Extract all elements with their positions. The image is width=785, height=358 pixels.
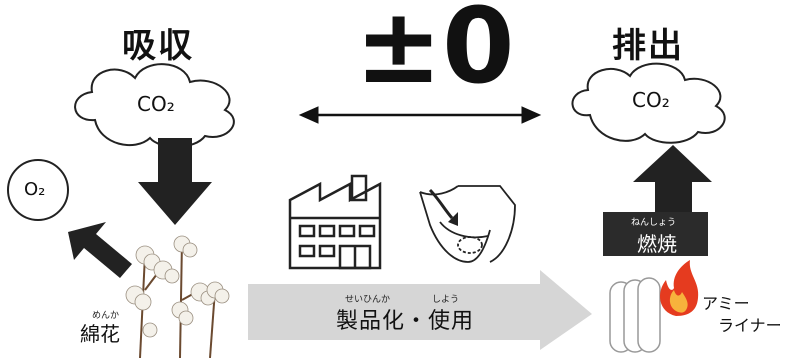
cotton-ruby: めんか xyxy=(92,311,120,321)
absorb-title: 吸収 xyxy=(122,26,194,66)
process-label: 製品化・使用 xyxy=(336,309,475,334)
emit-title: 排出 xyxy=(612,26,684,66)
process-ruby-2: しよう xyxy=(432,295,460,305)
flame-icon xyxy=(660,260,699,316)
oxygen-label: O₂ xyxy=(24,179,46,200)
factory-icon xyxy=(288,174,382,270)
balance-double-arrow xyxy=(298,106,542,124)
combustion-ruby: ねんしょう xyxy=(631,218,677,228)
oxygen-circle xyxy=(7,159,69,221)
cloud-icon xyxy=(74,63,235,148)
underwear-icon xyxy=(419,185,516,263)
process-arrow xyxy=(248,270,592,350)
combustion-label: 燃焼 xyxy=(637,232,677,256)
cotton-label: 綿花 xyxy=(80,322,120,346)
absorb-down-arrow xyxy=(138,138,212,225)
cotton-plant-icon xyxy=(125,235,230,358)
balance-label: ±0 xyxy=(355,0,515,107)
emit-cloud-label: CO₂ xyxy=(632,88,670,112)
emit-up-arrow xyxy=(633,145,712,212)
cloud-icon xyxy=(571,62,726,144)
liner-pads-icon xyxy=(609,277,661,353)
product-label-line1: アミー xyxy=(702,294,750,313)
oxygen-arrow xyxy=(68,222,132,278)
absorb-cloud-label: CO₂ xyxy=(137,92,175,116)
process-ruby-1: せいひんか xyxy=(345,295,391,305)
combustion-box xyxy=(603,212,708,256)
product-label-line2: ライナー xyxy=(718,316,782,335)
